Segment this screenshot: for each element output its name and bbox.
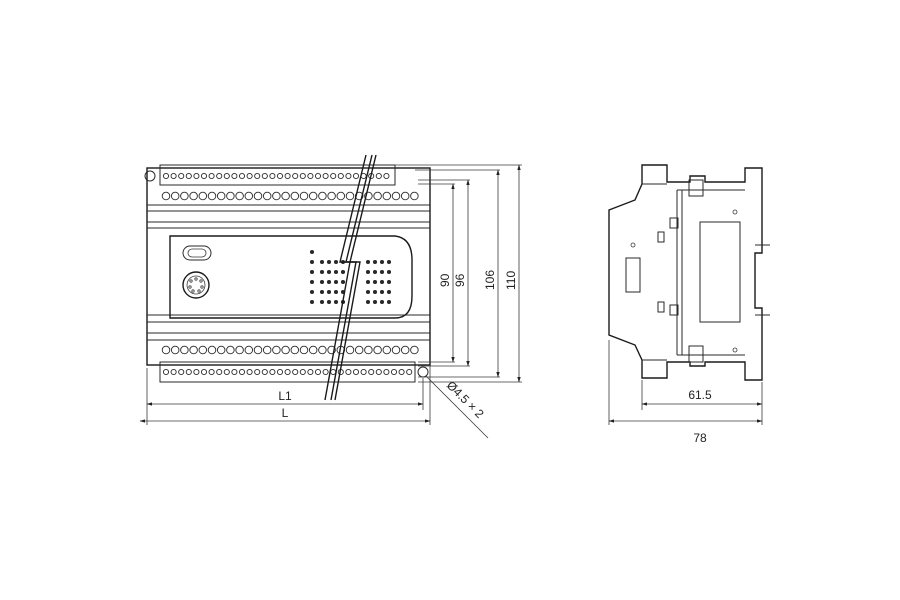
hole-note: Ø4.5 × 2 — [444, 378, 487, 421]
front-view: L1 L Ø4.5 × 2 90 96 106 110 — [139, 154, 522, 439]
comm-port-icon — [182, 245, 212, 261]
side-clip-top — [688, 179, 704, 197]
dim-label-L1: L1 — [278, 389, 292, 403]
side-clip-bottom — [688, 345, 704, 363]
break-line — [324, 154, 367, 401]
dim-label-61-5: 61.5 — [688, 388, 712, 402]
mounting-hole-bottom-right — [417, 366, 429, 378]
dim-label-110: 110 — [504, 271, 518, 290]
side-label-window — [699, 221, 741, 323]
side-view: 61.5 78 — [608, 164, 770, 445]
hole-leader-line — [425, 375, 489, 439]
dim-label-106: 106 — [483, 270, 497, 290]
side-body-profile — [608, 164, 763, 381]
bottom-terminal-screws — [162, 368, 413, 376]
front-panel — [169, 235, 413, 319]
mini-din-port-icon — [182, 271, 210, 299]
top-terminal-block — [159, 164, 396, 186]
dim-label-L: L — [282, 406, 289, 420]
dim-label-96: 96 — [453, 273, 467, 287]
bottom-terminal-block — [159, 361, 416, 383]
mounting-hole-top-left — [144, 170, 156, 182]
housing-outline — [146, 167, 431, 366]
dim-label-90: 90 — [438, 273, 452, 287]
side-nameplate — [625, 257, 641, 293]
top-terminal-screws — [162, 172, 390, 180]
dim-label-78: 78 — [693, 431, 707, 445]
bottom-terminal-circles — [161, 345, 419, 355]
top-terminal-circles — [161, 191, 419, 201]
